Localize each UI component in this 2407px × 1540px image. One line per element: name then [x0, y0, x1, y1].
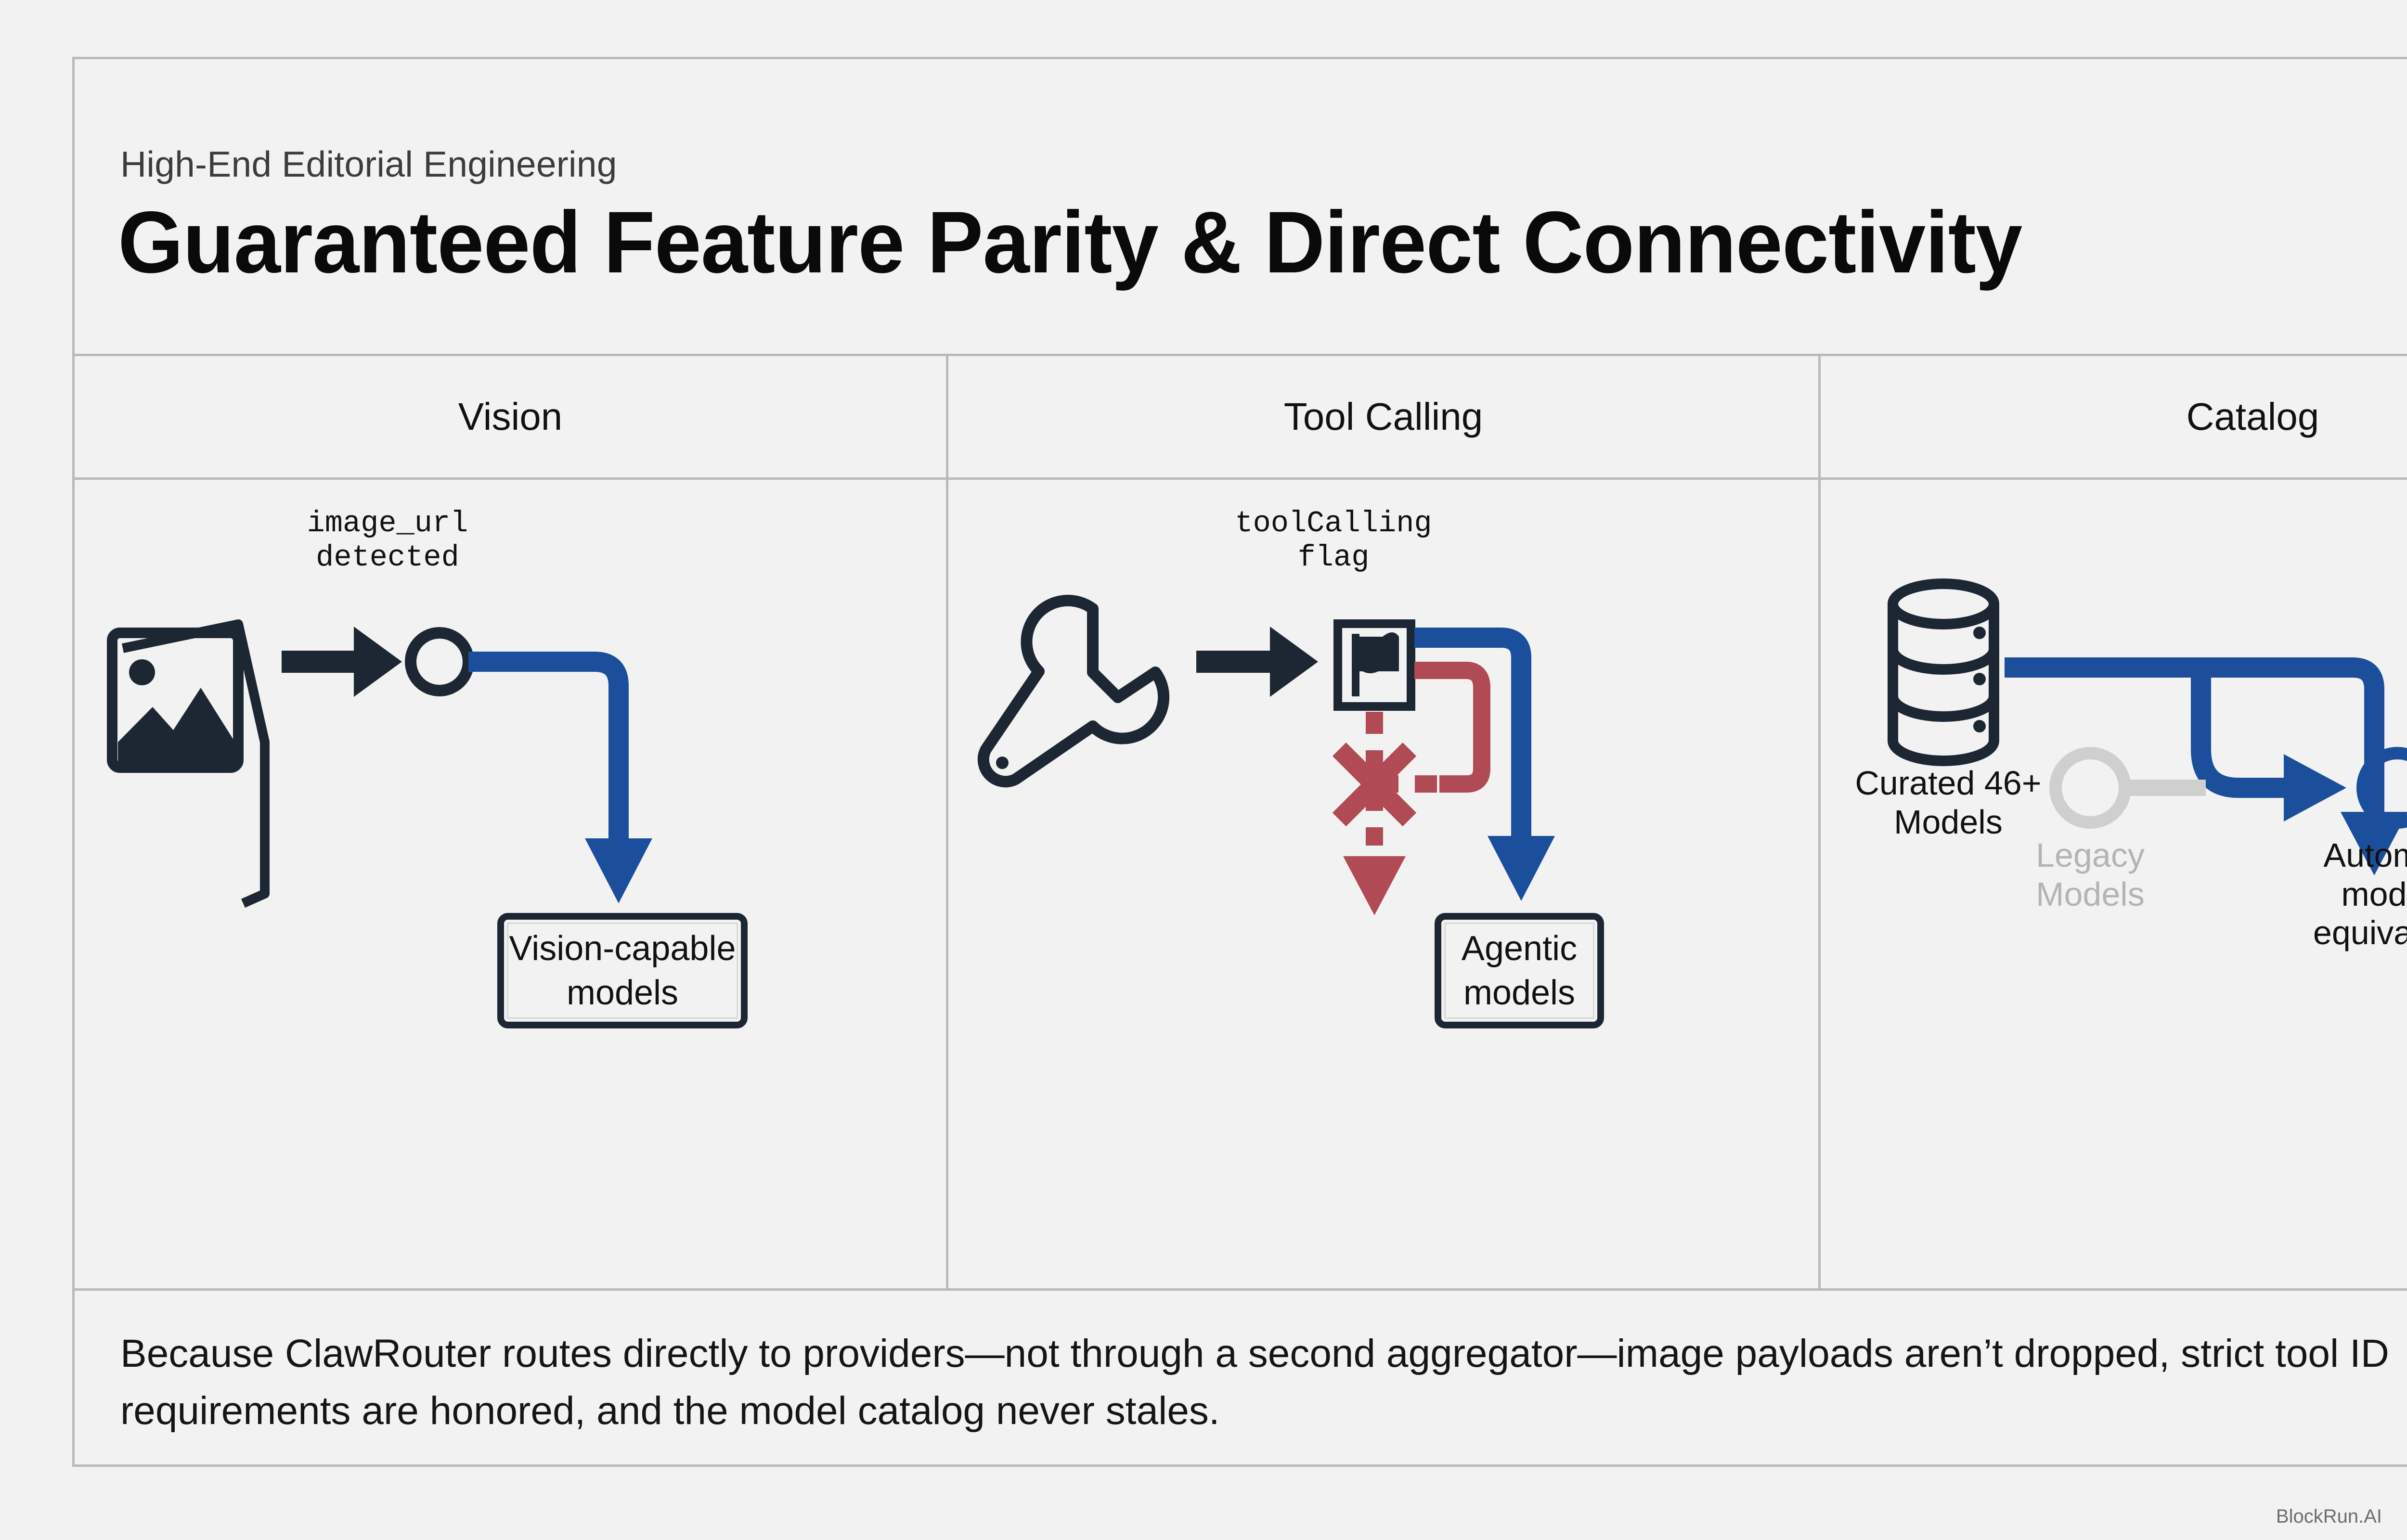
flow-arrow-black-icon: [282, 627, 402, 697]
page-title: Guaranteed Feature Parity & Direct Conne…: [118, 193, 2022, 291]
vision-outcome-line1: Vision-capable: [509, 929, 736, 968]
catalog-legacy-line2: Models: [2036, 875, 2145, 913]
card-header: High-End Editorial Engineering Guarantee…: [75, 59, 2407, 356]
vision-flow-label: image_url detected: [219, 506, 556, 575]
catalog-source-label: Curated 46+ Models: [1847, 764, 2049, 841]
catalog-modern-label: Automatic modern equivalents: [2292, 836, 2407, 952]
toolcalling-flow-label-line1: toolCalling: [1235, 506, 1432, 540]
database-icon: [1888, 578, 1999, 766]
panels-row: image_url detected Vision-capable models: [75, 480, 2407, 1291]
vision-flow-label-line2: detected: [316, 540, 459, 575]
panel-vision: image_url detected Vision-capable models: [75, 480, 946, 1288]
toolcalling-routes: [1332, 628, 1555, 915]
flag-box-icon: [1333, 619, 1415, 711]
circle-node-icon: [405, 627, 474, 696]
catalog-legacy-line1: Legacy: [2036, 836, 2145, 874]
footer-text: Because ClawRouter routes directly to pr…: [120, 1332, 2389, 1433]
panel-catalog: Curated 46+ Models Legacy Models: [1821, 480, 2407, 1288]
flow-arrow-black-icon: [1196, 627, 1318, 697]
toolcalling-flow-label: toolCalling flag: [1141, 506, 1526, 575]
column-header-catalog: Catalog: [2186, 395, 2319, 438]
red-x-icon: [1332, 742, 1417, 827]
toolcalling-outcome-line1: Agentic: [1461, 929, 1578, 968]
vision-flow-label-line1: image_url: [307, 506, 468, 540]
column-header-vision: Vision: [458, 395, 563, 438]
vision-route: [405, 627, 652, 903]
catalog-modern-line1: Automatic: [2323, 836, 2407, 874]
catalog-source-line2: Models: [1894, 803, 2003, 841]
blue-circle-node-icon: [2356, 747, 2407, 829]
column-header-tool-calling: Tool Calling: [1283, 395, 1483, 438]
infographic-card: High-End Editorial Engineering Guarantee…: [72, 57, 2407, 1467]
catalog-routes: [2005, 657, 2407, 875]
toolcalling-flow-label-line2: flag: [1297, 540, 1370, 575]
vision-outcome-line2: models: [566, 974, 679, 1012]
catalog-source-line1: Curated 46+: [1855, 764, 2042, 802]
toolcalling-outcome-box: Agentic models: [1435, 913, 1604, 1028]
catalog-modern-line3: equivalents: [2313, 914, 2407, 951]
grey-circle-node-icon: [2049, 747, 2131, 829]
image-stack-icon: [107, 619, 270, 908]
column-divider-2: [1818, 356, 1821, 1291]
watermark: BlockRun.AI: [2276, 1506, 2382, 1527]
column-divider-1: [946, 356, 948, 1291]
panel-tool-calling: toolCalling flag: [948, 480, 1818, 1288]
wrench-icon: [977, 594, 1170, 788]
card-footer: Because ClawRouter routes directly to pr…: [75, 1291, 2407, 1467]
catalog-modern-line2: modern: [2341, 875, 2407, 913]
column-header-row: Vision Tool Calling Catalog: [75, 356, 2407, 480]
eyebrow-text: High-End Editorial Engineering: [120, 144, 617, 184]
vision-outcome-box: Vision-capable models: [497, 913, 748, 1028]
toolcalling-outcome-line2: models: [1463, 974, 1576, 1012]
catalog-legacy-label: Legacy Models: [1989, 836, 2191, 913]
